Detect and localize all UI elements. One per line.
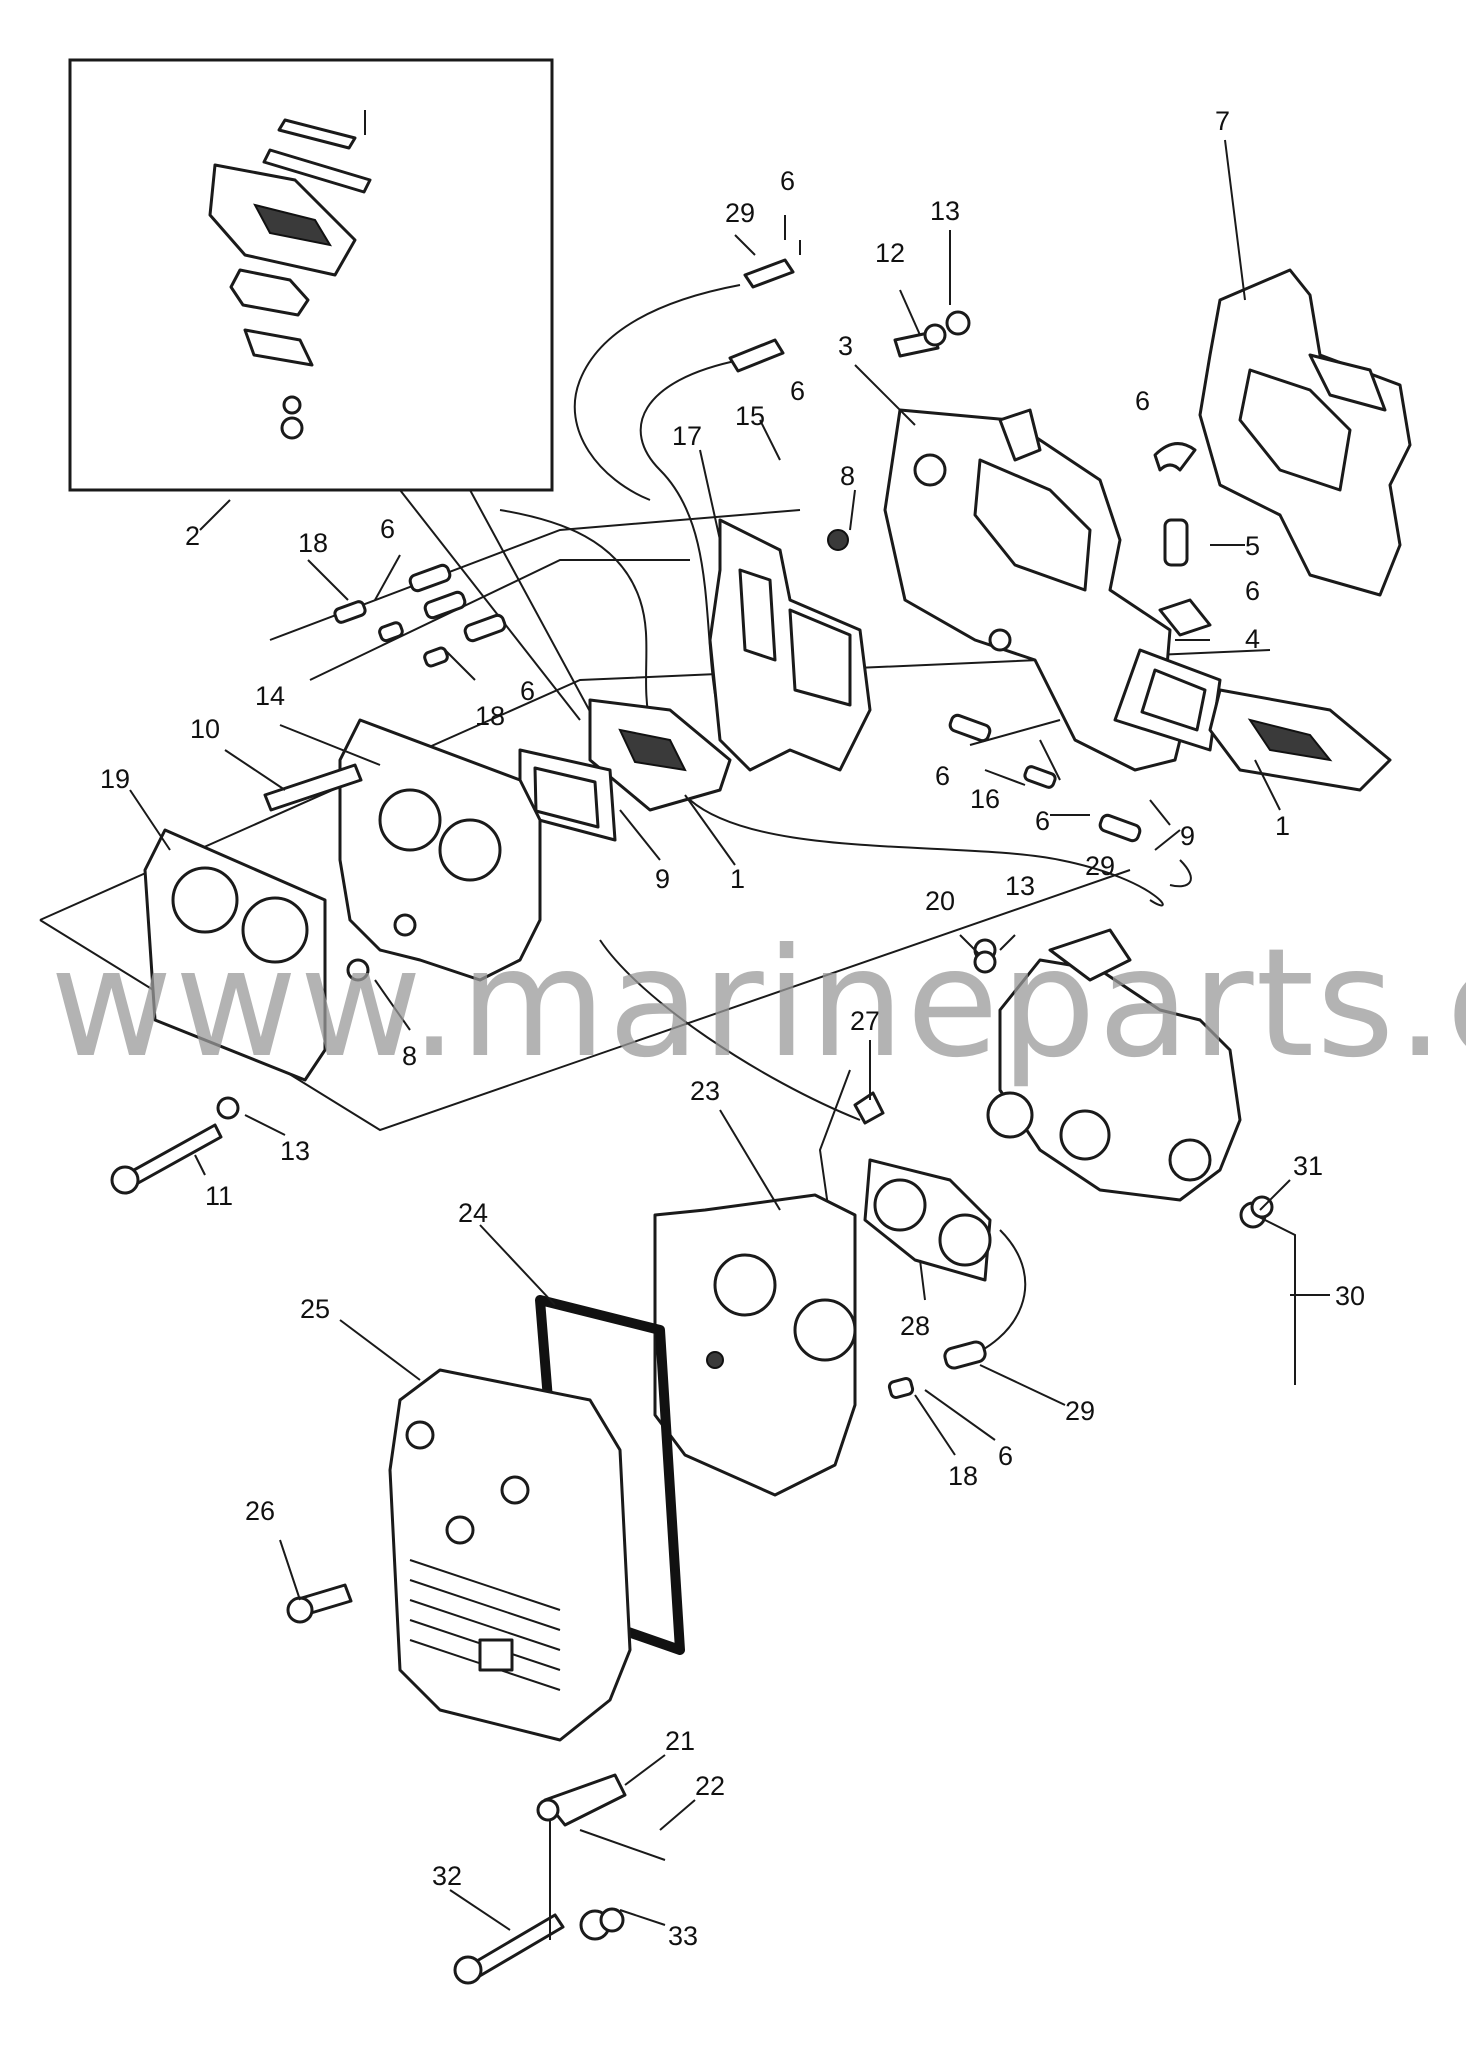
reed-valve-detail-inset [68,58,601,731]
hose-29-bottom [887,1340,987,1399]
callout-33: 33 [668,1921,698,1951]
callout-6: 6 [1035,806,1050,836]
screw-12 [893,323,947,358]
callout-29: 29 [1085,851,1115,881]
callout-21: 21 [665,1726,695,1756]
callout-32: 32 [432,1861,462,1891]
callout-1: 1 [1275,811,1290,841]
callout-8: 8 [840,461,855,491]
callout-6: 6 [520,676,535,706]
callout-1: 1 [730,864,745,894]
callout-11: 11 [205,1181,233,1211]
callout-23: 23 [690,1076,720,1106]
reed-plate-14 [338,718,542,982]
callout-6: 6 [790,376,805,406]
callout-6: 6 [380,514,395,544]
washer-13 [945,310,971,336]
callout-18: 18 [475,701,505,731]
callout-28: 28 [900,1311,930,1341]
reed-block-left [588,698,732,812]
nut-33 [579,1907,625,1941]
callout-10: 10 [190,714,220,744]
callout-18: 18 [298,528,328,558]
gasket-17 [708,518,872,772]
screw-26 [286,1583,353,1624]
callout-16: 16 [970,784,1000,814]
callout-29: 29 [1065,1396,1095,1426]
elbow-fitting-4 [1158,598,1212,637]
hose-fitting-5 [1153,442,1197,567]
hoses-16-29-mid [948,713,1142,843]
carburetor [973,928,1242,1202]
stud-10 [263,763,363,812]
callout-22: 22 [695,1771,725,1801]
callout-6: 6 [780,166,795,196]
callout-6: 6 [935,761,950,791]
screw-32 [453,1820,565,1985]
callout-30: 30 [1335,1281,1365,1311]
callout-31: 31 [1293,1151,1323,1181]
linkage-30 [1239,1201,1296,1385]
callout-14: 14 [255,681,285,711]
callout-6: 6 [1135,386,1150,416]
callout-8: 8 [402,1041,417,1071]
callout-13: 13 [280,1136,310,1166]
callout-7: 7 [1215,106,1230,136]
callout-5: 5 [1245,531,1260,561]
adapter-plate-19 [143,828,327,1082]
callout-17: 17 [672,421,702,451]
manifold-gasket [1198,268,1412,597]
nut-20 [973,950,997,974]
bolt-11 [110,1123,223,1195]
callout-13: 13 [1005,871,1035,901]
gasket-28 [863,1158,992,1282]
callout-labels: 29 6 13 12 7 3 15 6 17 6 8 5 6 4 2 18 6 … [100,106,1365,1951]
reed-block-right [1208,688,1392,792]
callout-15: 15 [735,401,765,431]
intake-manifold [827,408,1187,772]
lever-21 [536,1773,627,1827]
callout-19: 19 [100,764,130,794]
callout-3: 3 [838,331,853,361]
callout-26: 26 [245,1496,275,1526]
callout-18: 18 [948,1461,978,1491]
watermark-text: www.marineparts.eu [50,917,1466,1091]
callout-2: 2 [185,521,200,551]
callout-20: 20 [925,886,955,916]
callout-24: 24 [458,1198,488,1228]
callout-9: 9 [655,864,670,894]
callout-27: 27 [850,1006,880,1036]
callout-leaders [129,139,1330,1931]
callout-4: 4 [1245,624,1260,654]
callout-9: 9 [1180,821,1195,851]
fitting-27 [853,1091,885,1125]
callout-12: 12 [875,238,905,268]
silencer-base-23 [653,1193,857,1497]
hose-29-top [743,240,801,289]
washer-13-left [216,1096,240,1120]
callout-6: 6 [998,1441,1013,1471]
callout-6: 6 [1245,576,1260,606]
silencer-cover-25 [388,1368,632,1742]
hose-15 [728,338,785,373]
fittings-18-left [333,563,507,668]
reed-gasket-right [1113,648,1222,752]
callout-13: 13 [930,196,960,226]
spring-22 [579,1829,666,1861]
nut-8 [346,958,370,982]
callout-29: 29 [725,198,755,228]
reed-gasket-left [518,748,617,842]
callout-25: 25 [300,1294,330,1324]
